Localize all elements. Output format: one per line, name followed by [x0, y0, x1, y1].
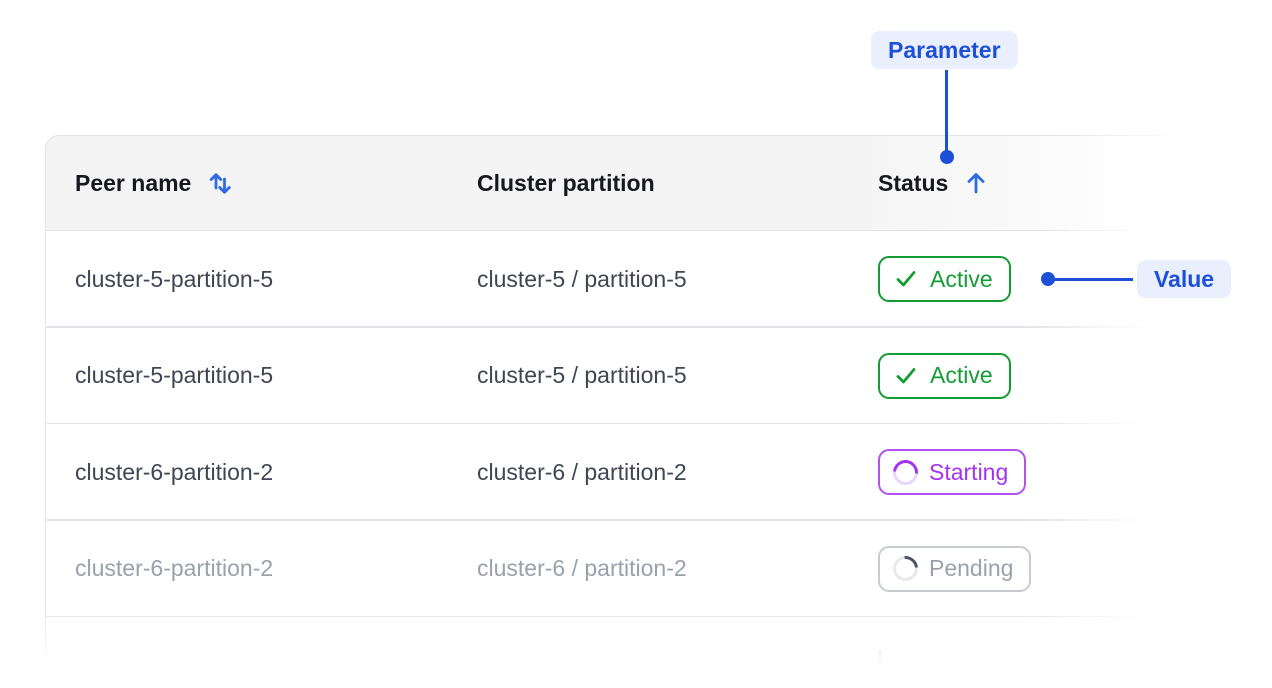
peers-table: Peer name Cluster partition Status: [43, 135, 1193, 688]
sort-updown-icon[interactable]: [206, 169, 234, 197]
spinner-icon: [887, 551, 924, 587]
status-badge-label: Active: [930, 265, 993, 292]
sort-ascending-icon[interactable]: [963, 170, 989, 196]
peer-name-cell: cluster-5-partition-5: [75, 362, 274, 389]
status-badge-label: Starting: [929, 458, 1009, 485]
cluster-partition-cell: cluster-5 / partition-5: [477, 265, 687, 292]
table-row: cluster-6-partition-2 cluster-6 / partit…: [45, 424, 1191, 521]
status-badge-pending: Pending: [878, 545, 1032, 592]
parameter-connector-dot: [940, 150, 954, 164]
status-cell: Starting: [848, 449, 1191, 496]
peer-name-cell: cluster-6-partition-2: [75, 458, 274, 485]
column-header-status[interactable]: Status: [848, 170, 1191, 197]
status-cell: Active: [848, 352, 1191, 399]
table-row: cluster-5-partition-5 cluster-5 / partit…: [45, 328, 1191, 425]
peer-name-cell: cluster-5-partition-5: [75, 265, 274, 292]
value-connector-line: [1048, 277, 1133, 281]
peer-name-cell: cluster-6-partition-2: [75, 555, 274, 582]
status-cell: Pending: [848, 545, 1191, 592]
value-callout-pill: Value: [1137, 260, 1232, 298]
status-badge-active: Active: [878, 352, 1011, 399]
cluster-partition-cell: cluster-6 / partition-2: [477, 458, 687, 485]
status-badge-active: Active: [878, 256, 1011, 303]
parameter-connector-line: [945, 70, 948, 151]
cluster-partition-cell: cluster-6 / partition-2: [477, 555, 687, 582]
cluster-partition-cell: cluster-5 / partition-5: [477, 362, 687, 389]
table-row: cluster-6-partition-2 cluster-6 / partit…: [45, 521, 1191, 618]
table-row: cluster-5-partition-5 cluster-5 / partit…: [45, 231, 1191, 328]
check-icon: [893, 363, 919, 389]
status-badge-faded: [878, 649, 882, 680]
column-header-cluster-partition[interactable]: Cluster partition: [447, 170, 848, 197]
status-badge-starting: Starting: [878, 449, 1027, 496]
column-header-label: Cluster partition: [477, 169, 655, 196]
spinner-icon: [887, 454, 924, 490]
status-badge-label: Pending: [929, 555, 1014, 582]
check-icon: [893, 266, 919, 292]
parameter-callout-pill: Parameter: [871, 31, 1018, 69]
table-row-faded: [45, 617, 1191, 688]
status-cell: Active: [848, 256, 1191, 303]
column-header-label: Status: [878, 169, 949, 196]
status-badge-label: Active: [930, 362, 993, 389]
status-cell: [848, 649, 1191, 680]
table-header-row: Peer name Cluster partition Status: [45, 135, 1191, 231]
column-header-peer-name[interactable]: Peer name: [45, 169, 447, 197]
column-header-label: Peer name: [75, 169, 192, 196]
